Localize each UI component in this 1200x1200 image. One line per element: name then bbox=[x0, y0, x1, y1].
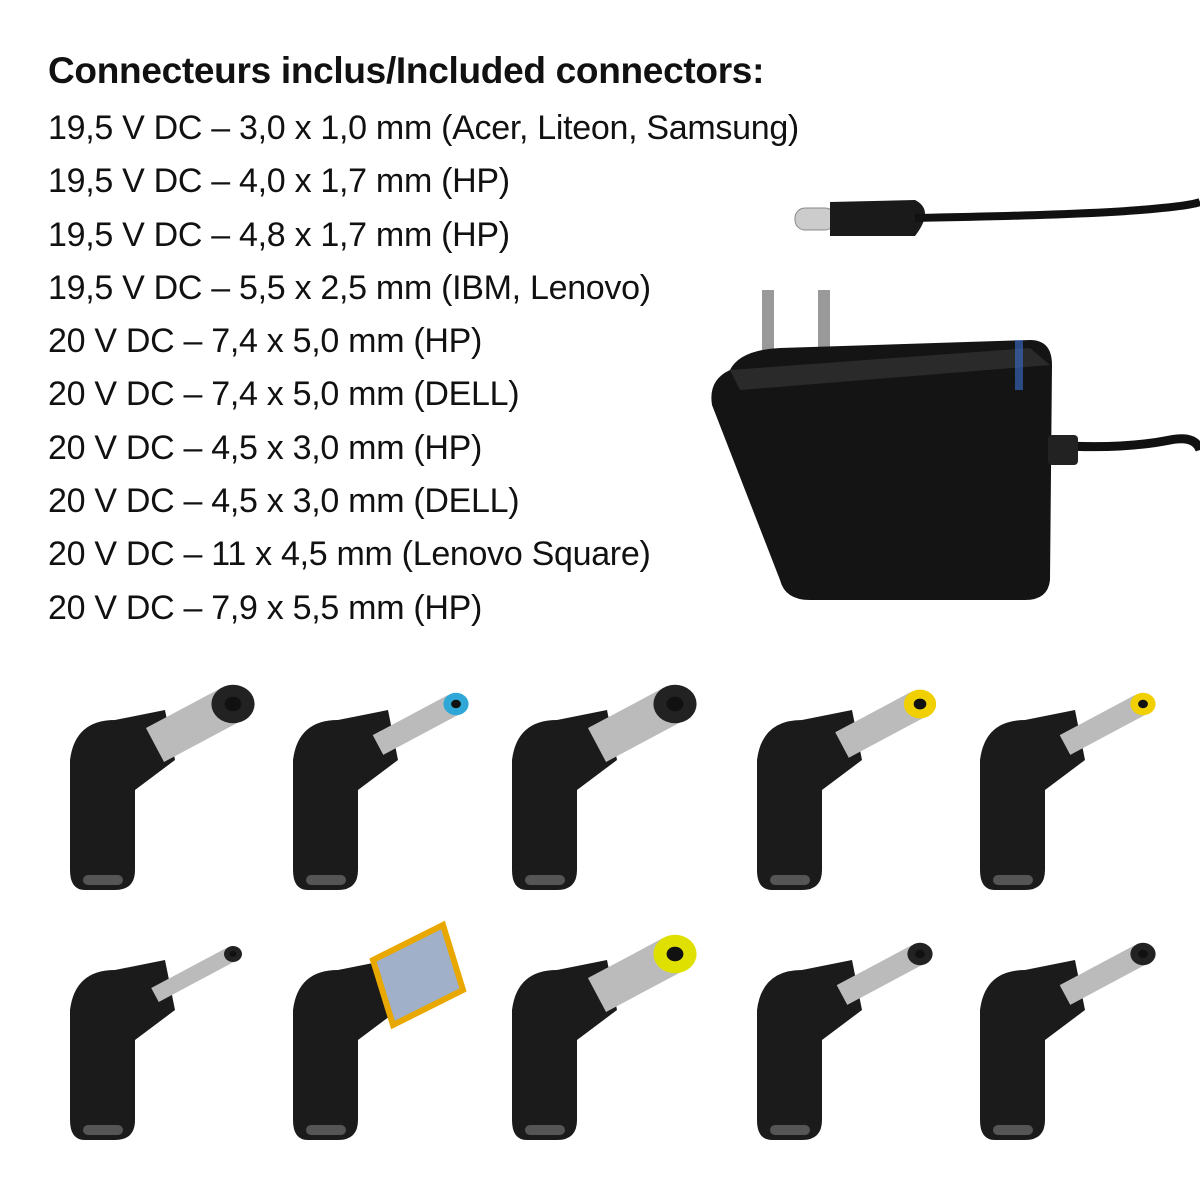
connector-spec: 19,5 V DC – 3,0 x 1,0 mm (Acer, Liteon, … bbox=[48, 109, 799, 147]
connector-spec: 20 V DC – 4,5 x 3,0 mm (DELL) bbox=[48, 482, 520, 521]
connector-spec: 19,5 V DC – 5,5 x 2,5 mm (IBM, Lenovo) bbox=[48, 268, 651, 307]
connector-tip bbox=[512, 934, 697, 1140]
connector-tips-image bbox=[70, 684, 1156, 1140]
connector-tip bbox=[757, 942, 933, 1140]
connector-spec: 19,5 V DC – 4,8 x 1,7 mm (HP) bbox=[48, 215, 510, 254]
connector-spec: 20 V DC – 7,4 x 5,0 mm (HP) bbox=[48, 322, 483, 361]
connector-tip bbox=[980, 692, 1156, 890]
usb-c-plug bbox=[794, 207, 836, 231]
connector-tip bbox=[293, 920, 467, 1140]
connector-tip bbox=[512, 684, 697, 890]
heading: Connecteurs inclus/Included connectors: bbox=[48, 50, 765, 91]
connector-spec: 20 V DC – 11 x 4,5 mm (Lenovo Square) bbox=[48, 535, 651, 574]
power-adapter-image bbox=[711, 198, 1200, 600]
connector-list: 19,5 V DC – 3,0 x 1,0 mm (Acer, Liteon, … bbox=[48, 106, 799, 639]
connector-spec: 19,5 V DC – 4,0 x 1,7 mm (HP) bbox=[48, 162, 510, 201]
connector-spec: 20 V DC – 4,5 x 3,0 mm (HP) bbox=[48, 428, 483, 467]
connector-spec: 20 V DC – 7,4 x 5,0 mm (DELL) bbox=[48, 375, 520, 414]
connector-tip bbox=[757, 689, 937, 890]
connector-tip bbox=[70, 946, 242, 1140]
connector-tip bbox=[70, 684, 255, 890]
connector-tip bbox=[293, 692, 469, 890]
connector-spec: 20 V DC – 7,9 x 5,5 mm (HP) bbox=[48, 588, 483, 627]
connector-tip bbox=[980, 942, 1156, 1140]
